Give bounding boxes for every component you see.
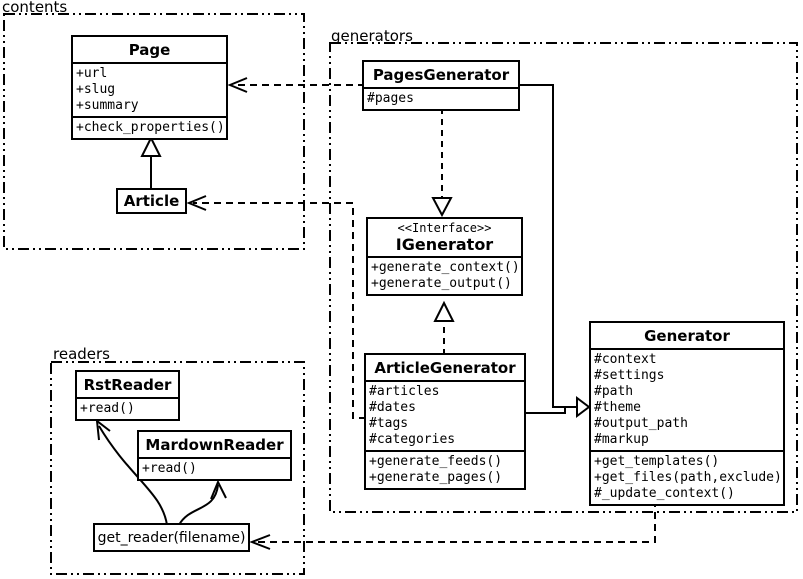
attribute: +summary [76, 98, 139, 113]
attribute: #categories [369, 432, 456, 447]
attribute: #output_path [594, 416, 688, 431]
class-page[interactable]: Page +url +slug +summary +check_properti… [71, 35, 228, 140]
dependency-pagesgenerator-to-page [227, 77, 365, 93]
attribute: #articles [369, 384, 440, 399]
generalization-pagesgenerator-to-generator [518, 84, 577, 408]
attribute: #theme [594, 400, 641, 415]
attribute: #markup [594, 432, 649, 447]
attribute: +url [76, 66, 108, 81]
attribute: #pages [367, 91, 414, 106]
operation: +generate_context() [371, 260, 520, 275]
class-rstreader-title: RstReader [83, 376, 172, 394]
class-generator-title: Generator [644, 327, 730, 345]
class-rstreader[interactable]: RstReader +read() [75, 370, 180, 421]
attribute: #path [594, 384, 634, 399]
operation: +generate_pages() [369, 470, 503, 485]
package-frame-contents [3, 13, 305, 250]
operation: +check_properties() [76, 120, 225, 135]
operation: +read() [80, 401, 135, 416]
operation: +get_templates() [594, 454, 720, 469]
generalization-article-to-page [140, 135, 162, 190]
package-label-generators: generators [331, 27, 413, 45]
package-frame-readers [50, 361, 305, 575]
attribute: #settings [594, 368, 665, 383]
arrow-getreader-to-rstreader [95, 418, 168, 526]
class-articlegenerator-attributes: #articles #dates #tags #categories [366, 380, 524, 450]
class-igenerator-operations: +generate_context() +generate_output() [368, 256, 521, 294]
operation: +get_files(path,exclude) [594, 470, 782, 485]
class-pagesgenerator-title: PagesGenerator [372, 66, 510, 84]
arrow-getreader-to-mardownreader [178, 479, 227, 526]
package-label-contents: contents [2, 0, 68, 16]
operation: +generate_output() [371, 276, 512, 291]
package-label-readers: readers [53, 345, 110, 363]
class-page-attributes: +url +slug +summary [73, 62, 226, 116]
function-box-get-reader[interactable]: get_reader(filename) [93, 523, 250, 552]
attribute: #dates [369, 400, 416, 415]
operation: +generate_feeds() [369, 454, 503, 469]
attribute: #tags [369, 416, 409, 431]
package-frame-generators [329, 42, 798, 513]
class-generator-attributes: #context #settings #path #theme #output_… [591, 348, 783, 450]
attribute: +slug [76, 82, 116, 97]
class-igenerator-title: <<Interface>> IGenerator [368, 219, 521, 256]
class-article[interactable]: Article [116, 188, 187, 214]
interface-stereotype: <<Interface>> [397, 221, 492, 235]
class-igenerator[interactable]: <<Interface>> IGenerator +generate_conte… [366, 217, 523, 296]
class-pagesgenerator-attributes: #pages [364, 87, 518, 109]
class-mardownreader-operations: +read() [139, 457, 290, 479]
class-mardownreader-title: MardownReader [145, 436, 284, 454]
generalization-arrowhead-generator [576, 396, 591, 418]
class-pagesgenerator[interactable]: PagesGenerator #pages [362, 60, 520, 111]
class-rstreader-operations: +read() [77, 397, 178, 419]
class-page-operations: +check_properties() [73, 116, 226, 138]
class-articlegenerator[interactable]: ArticleGenerator #articles #dates #tags … [364, 353, 526, 490]
realization-articlegenerator-to-igenerator [433, 300, 455, 355]
get-reader-label: get_reader(filename) [97, 529, 246, 546]
class-page-title: Page [128, 41, 171, 59]
operation: +read() [142, 461, 197, 476]
class-generator[interactable]: Generator #context #settings #path #them… [589, 321, 785, 506]
dependency-articlegenerator-to-article [186, 195, 366, 419]
class-articlegenerator-title: ArticleGenerator [374, 359, 516, 377]
realization-pagesgenerator-to-igenerator [431, 108, 453, 218]
class-igenerator-name: IGenerator [395, 235, 494, 254]
generalization-articlegenerator-to-generator [524, 406, 577, 414]
class-generator-operations: +get_templates() +get_files(path,exclude… [591, 450, 783, 504]
class-mardownreader[interactable]: MardownReader +read() [137, 430, 292, 481]
class-article-title: Article [123, 192, 180, 210]
class-articlegenerator-operations: +generate_feeds() +generate_pages() [366, 450, 524, 488]
attribute: #context [594, 352, 657, 367]
operation: #_update_context() [594, 486, 735, 501]
dependency-generator-to-getreader [249, 500, 656, 550]
